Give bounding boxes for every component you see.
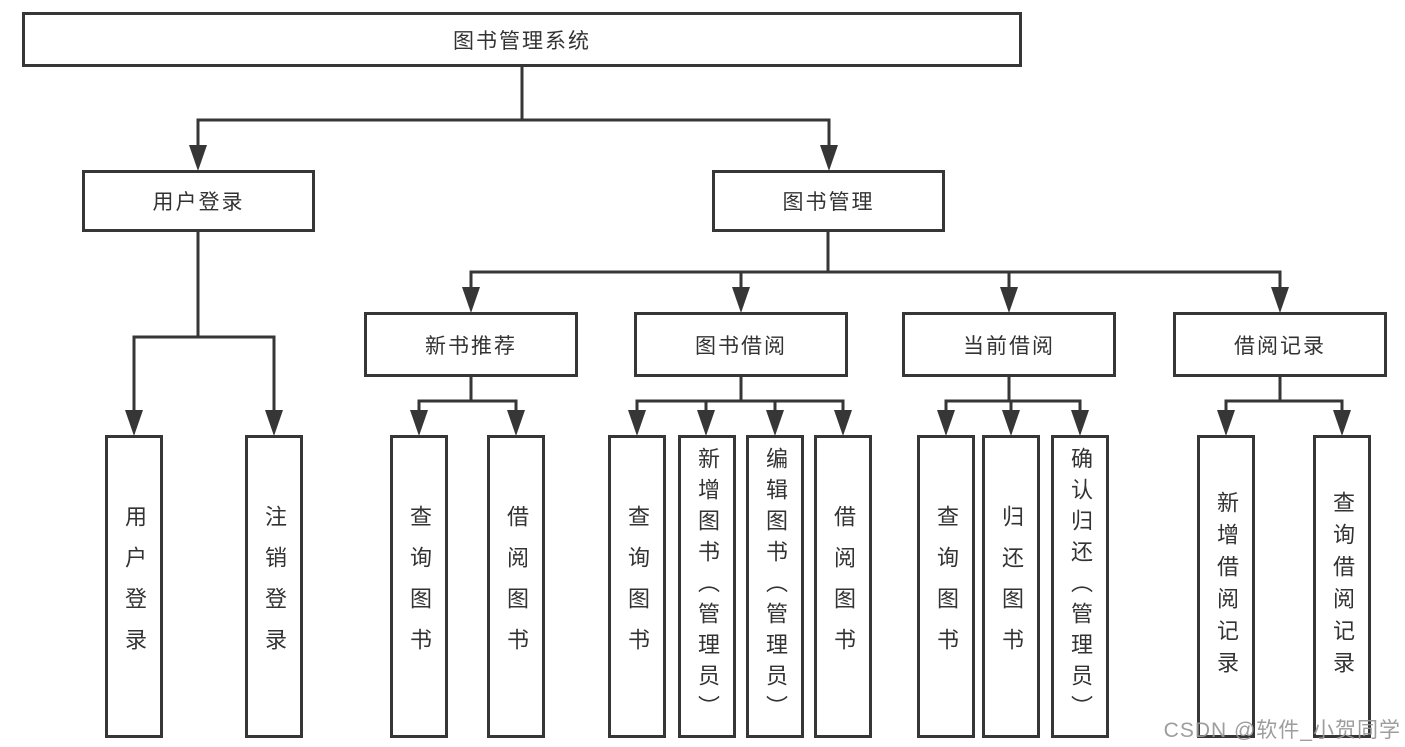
node-label: 用户登录 (152, 191, 245, 214)
node-label: 图书借阅 (695, 334, 787, 358)
leaf-label: 查询借阅记录 (1330, 490, 1355, 683)
arrow-down-icon (834, 410, 852, 436)
connector-arrowheads (125, 145, 1351, 436)
leaf-query-borrow-record: 查询借阅记录 (1313, 435, 1371, 738)
node-book-borrowing: 图书借阅 (634, 312, 848, 377)
node-library-management-system: 图书管理系统 (22, 12, 1022, 67)
arrow-down-icon (732, 287, 750, 313)
leaf-label: 新增借阅记录 (1214, 490, 1239, 683)
arrow-down-icon (125, 410, 143, 436)
arrow-down-icon (697, 410, 715, 436)
leaf-label: 查询图书 (407, 504, 432, 669)
leaf-edit-books-admin: 编辑图书（管理员） (746, 435, 804, 738)
leaf-label: 借阅图书 (504, 504, 529, 669)
node-user-login: 用户登录 (82, 170, 315, 232)
leaf-borrow-books: 借阅图书 (814, 435, 872, 738)
arrow-down-icon (462, 287, 480, 313)
arrow-down-icon (766, 410, 784, 436)
node-current-borrowing: 当前借阅 (902, 312, 1116, 377)
connector-lines (132, 67, 1344, 413)
arrow-down-icon (1333, 410, 1351, 436)
leaf-return-books: 归还图书 (982, 435, 1040, 738)
leaf-query-books: 查询图书 (917, 435, 975, 738)
leaf-borrow-books: 借阅图书 (487, 435, 545, 738)
arrow-down-icon (1071, 410, 1089, 436)
node-new-book-recommendation: 新书推荐 (364, 312, 578, 377)
arrow-down-icon (1217, 410, 1235, 436)
arrow-down-icon (937, 410, 955, 436)
csdn-watermark: CSDN @软件_小贺同学 (1163, 719, 1401, 742)
node-label: 借阅记录 (1234, 334, 1326, 358)
arrow-down-icon (1002, 410, 1020, 436)
node-label: 图书管理系统 (453, 29, 591, 53)
leaf-label: 新增图书（管理员） (695, 447, 720, 726)
leaf-label: 归还图书 (999, 504, 1024, 669)
leaf-user-login: 用户登录 (105, 435, 163, 738)
leaf-add-books-admin: 新增图书（管理员） (678, 435, 736, 738)
node-label: 图书管理 (782, 191, 875, 214)
arrow-down-icon (820, 145, 838, 171)
arrow-down-icon (1271, 287, 1289, 313)
leaf-logout: 注销登录 (245, 435, 303, 738)
node-label: 新书推荐 (425, 334, 517, 358)
leaf-confirm-return-admin: 确认归还（管理员） (1051, 435, 1109, 738)
node-label: 当前借阅 (963, 334, 1055, 358)
node-borrowing-records: 借阅记录 (1173, 312, 1387, 377)
arrow-down-icon (410, 410, 428, 436)
arrow-down-icon (628, 410, 646, 436)
leaf-label: 查询图书 (934, 504, 959, 669)
arrow-down-icon (1000, 287, 1018, 313)
leaf-label: 编辑图书（管理员） (763, 447, 788, 726)
leaf-add-borrow-record: 新增借阅记录 (1197, 435, 1255, 738)
leaf-label: 借阅图书 (831, 504, 856, 669)
arrow-down-icon (265, 410, 283, 436)
leaf-label: 注销登录 (262, 504, 287, 669)
leaf-label: 确认归还（管理员） (1068, 447, 1093, 726)
arrow-down-icon (507, 410, 525, 436)
leaf-label: 用户登录 (122, 504, 147, 669)
leaf-query-books: 查询图书 (390, 435, 448, 738)
leaf-query-books: 查询图书 (608, 435, 666, 738)
leaf-label: 查询图书 (625, 504, 650, 669)
node-book-management: 图书管理 (712, 170, 945, 232)
arrow-down-icon (189, 145, 207, 171)
